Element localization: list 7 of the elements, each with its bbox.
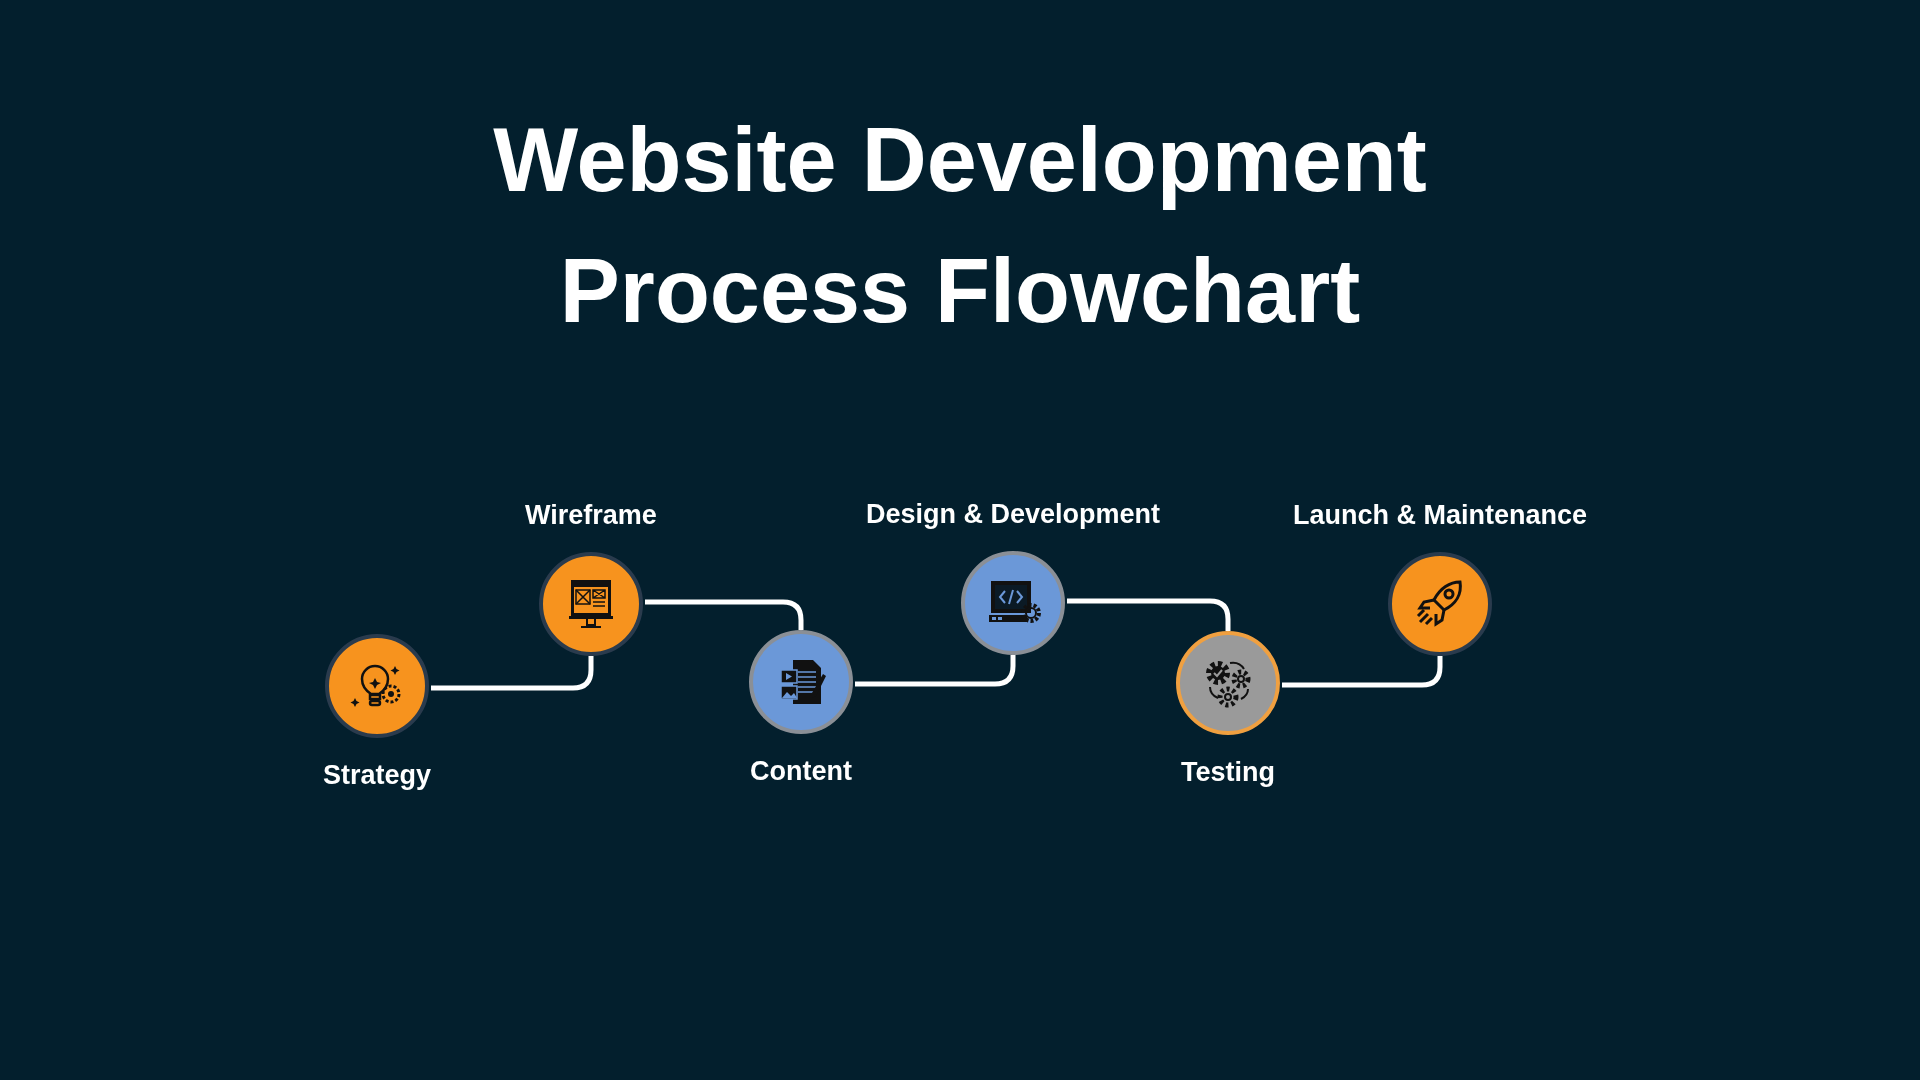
step-label: Design & Development xyxy=(866,498,1161,531)
step-label: Launch & Maintenance xyxy=(1293,499,1588,532)
step-label: Content xyxy=(750,755,852,788)
title: Website Development Process Flowchart xyxy=(492,109,1428,343)
step-label: Wireframe xyxy=(525,499,657,532)
step-label: Testing xyxy=(1181,756,1275,789)
step-label: Strategy xyxy=(323,759,432,792)
